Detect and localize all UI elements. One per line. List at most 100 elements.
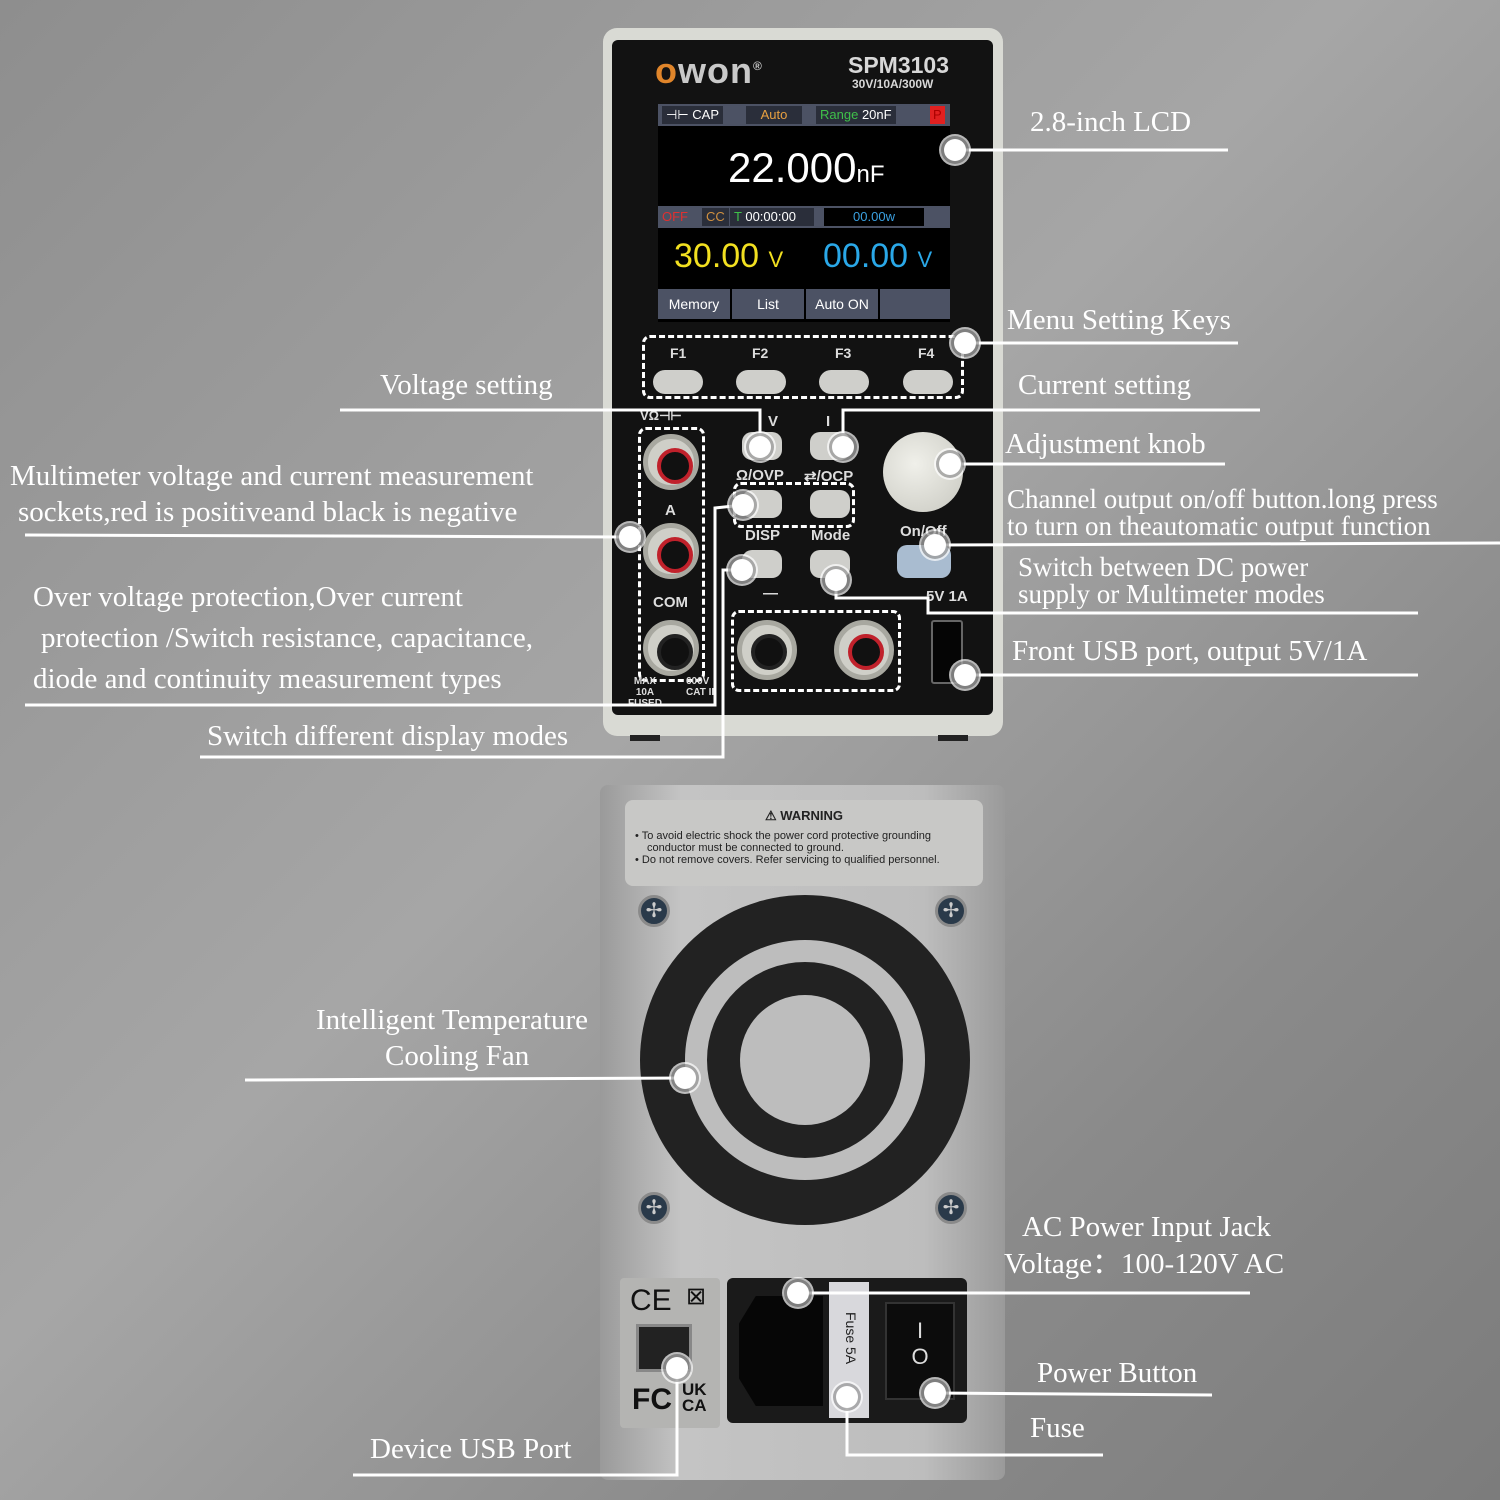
label-disp: Switch different display modes [207,720,569,752]
power-switch[interactable]: I O [885,1302,955,1400]
foot [938,735,968,741]
warning-text-1: To avoid electric shock the power cord p… [641,830,931,854]
cc-status: CC [702,208,729,226]
model-name: SPM3103 [848,52,950,78]
screw-icon: ✢ [638,895,670,927]
cooling-fan [640,895,970,1225]
label-power-button: Power Button [1037,1357,1198,1389]
callout-dot [836,1386,858,1408]
label-ovp-2: protection /Switch resistance, capacitan… [41,622,533,654]
screw-icon: ✢ [935,895,967,927]
label-voltage-setting: Voltage setting [380,369,553,401]
label-front-usb: Front USB port, output 5V/1A [1012,635,1368,667]
label-device-usb: Device USB Port [370,1433,572,1465]
p-flag: P [930,106,945,124]
screw-icon: ✢ [638,1192,670,1224]
callout-dot [787,1282,809,1304]
meter-top-label: VΩ⊣⊢ [640,408,682,423]
com-socket[interactable] [643,620,699,676]
label-ovp-3: diode and continuity measurement types [33,663,502,695]
ce-mark: CE [630,1284,672,1317]
main-reading: 22.000nF [728,144,885,191]
ac-power-jack[interactable] [739,1296,823,1406]
label-current-setting: Current setting [1018,369,1192,401]
lcd-screen: ⊣⊢ CAP Auto Range 20nF P 22.000nF OFF CC… [658,104,950,322]
label-channel-1: Channel output on/off button.long press [1007,484,1438,514]
label-switch-2: supply or Multimeter modes [1018,579,1325,609]
label-ac-1: AC Power Input Jack [1022,1211,1271,1243]
fuse-label: Fuse 5A [843,1312,859,1365]
callout-dot [939,453,961,475]
positive-terminal[interactable] [834,620,894,680]
ocp-button[interactable] [810,490,850,518]
label-lcd: 2.8-inch LCD [1030,106,1192,138]
cat-label: 600V CAT II [686,676,715,698]
screw-icon: ✢ [935,1192,967,1224]
v-key-label: V [768,413,779,430]
i-key-label: I [826,413,831,430]
label-channel-2: to turn on theautomatic output function [1007,511,1431,541]
disp-label: DISP [745,527,781,544]
minus-label: — [763,585,778,602]
menu-auto-on[interactable]: Auto ON [806,289,878,319]
range-indicator: Range 20nF [816,106,896,124]
mode-label: Mode [811,527,851,544]
current-socket[interactable] [643,523,699,579]
timer: T 00:00:00 [730,208,814,226]
callout-dot [832,436,854,458]
label-menu-keys: Menu Setting Keys [1007,304,1231,336]
f4-button[interactable] [903,370,953,394]
output-status: OFF [662,209,688,224]
brand-logo: owon® [655,50,763,91]
range-mode: Auto [746,106,802,124]
callout-dot [749,436,771,458]
set-voltage: 30.00 V [674,237,784,275]
switch-on-mark: I [916,1318,924,1343]
menu-list[interactable]: List [732,289,804,319]
label-switch-1: Switch between DC power [1018,552,1309,582]
com-label: COM [653,594,688,611]
label-fan-2: Cooling Fan [385,1040,530,1072]
f3-button[interactable] [819,370,869,394]
warning-title: WARNING [780,808,844,823]
label-knob: Adjustment knob [1005,428,1206,460]
ovp-label: Ω/OVP [736,467,784,484]
callout-dot [674,1067,696,1089]
f1-label: F1 [670,345,687,361]
label-ac-2: Voltage：100-120V AC [1004,1248,1285,1280]
label-fuse: Fuse [1030,1412,1085,1444]
menu-empty[interactable] [880,289,950,319]
amp-label: A [665,502,676,519]
fc-mark: FC [632,1383,672,1416]
menu-memory[interactable]: Memory [658,289,730,319]
label-meter-2: sockets,red is positiveand black is nega… [18,496,518,528]
label-ovp-1: Over voltage protection,Over current [33,581,463,613]
foot [630,735,660,741]
label-fan-1: Intelligent Temperature [316,1004,589,1036]
f2-label: F2 [752,345,769,361]
callout-dot [825,569,847,591]
model-spec: 30V/10A/300W [852,77,934,91]
negative-terminal[interactable] [737,620,797,680]
f4-label: F4 [918,345,935,361]
weee-icon: ⊠ [686,1283,707,1310]
f3-label: F3 [835,345,852,361]
output-voltage: 00.00 V [823,237,933,275]
callout-dot [954,664,976,686]
usb-label: 5V 1A [926,588,968,605]
label-meter-1: Multimeter voltage and current measureme… [10,460,534,492]
power-readout: 00.00w [824,208,924,226]
callout-dot [666,1357,688,1379]
fkeys-outline [642,335,964,399]
max-label: MAX 10A FUSED [628,676,662,709]
ocp-label: ⇄/OCP [804,468,854,485]
switch-off-mark: O [911,1344,929,1369]
voltage-socket[interactable] [643,434,699,490]
warning-label: ⚠ WARNING • To avoid electric shock the … [625,800,983,886]
f2-button[interactable] [736,370,786,394]
f1-button[interactable] [653,370,703,394]
callout-dot [731,559,753,581]
callout-dot [924,534,946,556]
ukca-mark: UK CA [682,1380,707,1415]
warning-text-2: Do not remove covers. Refer servicing to… [641,854,940,866]
